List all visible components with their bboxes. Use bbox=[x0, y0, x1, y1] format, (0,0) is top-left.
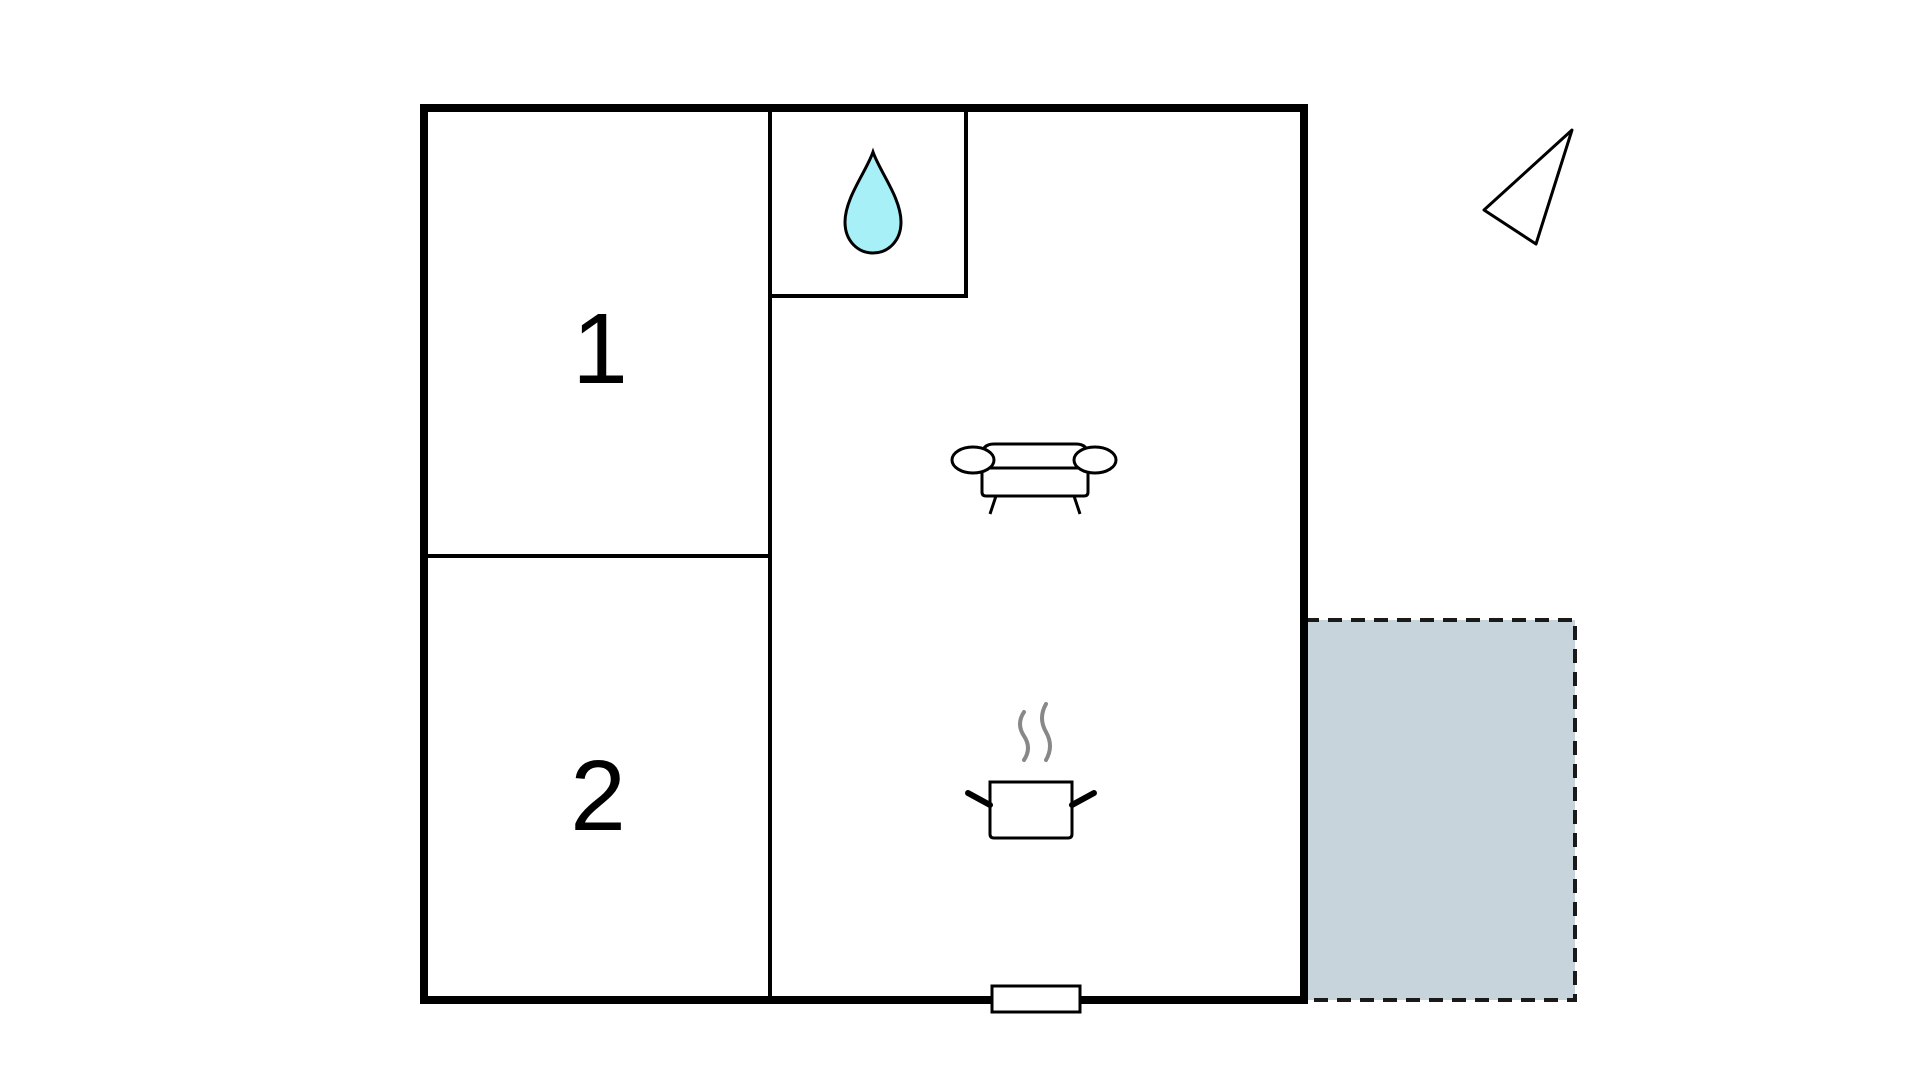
north-arrow-icon bbox=[1482, 128, 1574, 246]
bedroom-2-label: 2 bbox=[570, 740, 626, 852]
cooking-pot-icon bbox=[965, 702, 1097, 840]
outer-wall bbox=[420, 104, 1308, 1004]
door-icon bbox=[990, 984, 1082, 1014]
water-drop-icon bbox=[843, 147, 903, 255]
sofa-icon bbox=[950, 442, 1118, 515]
terrace-area bbox=[1303, 618, 1577, 1002]
bedroom-1-label: 1 bbox=[572, 293, 628, 405]
